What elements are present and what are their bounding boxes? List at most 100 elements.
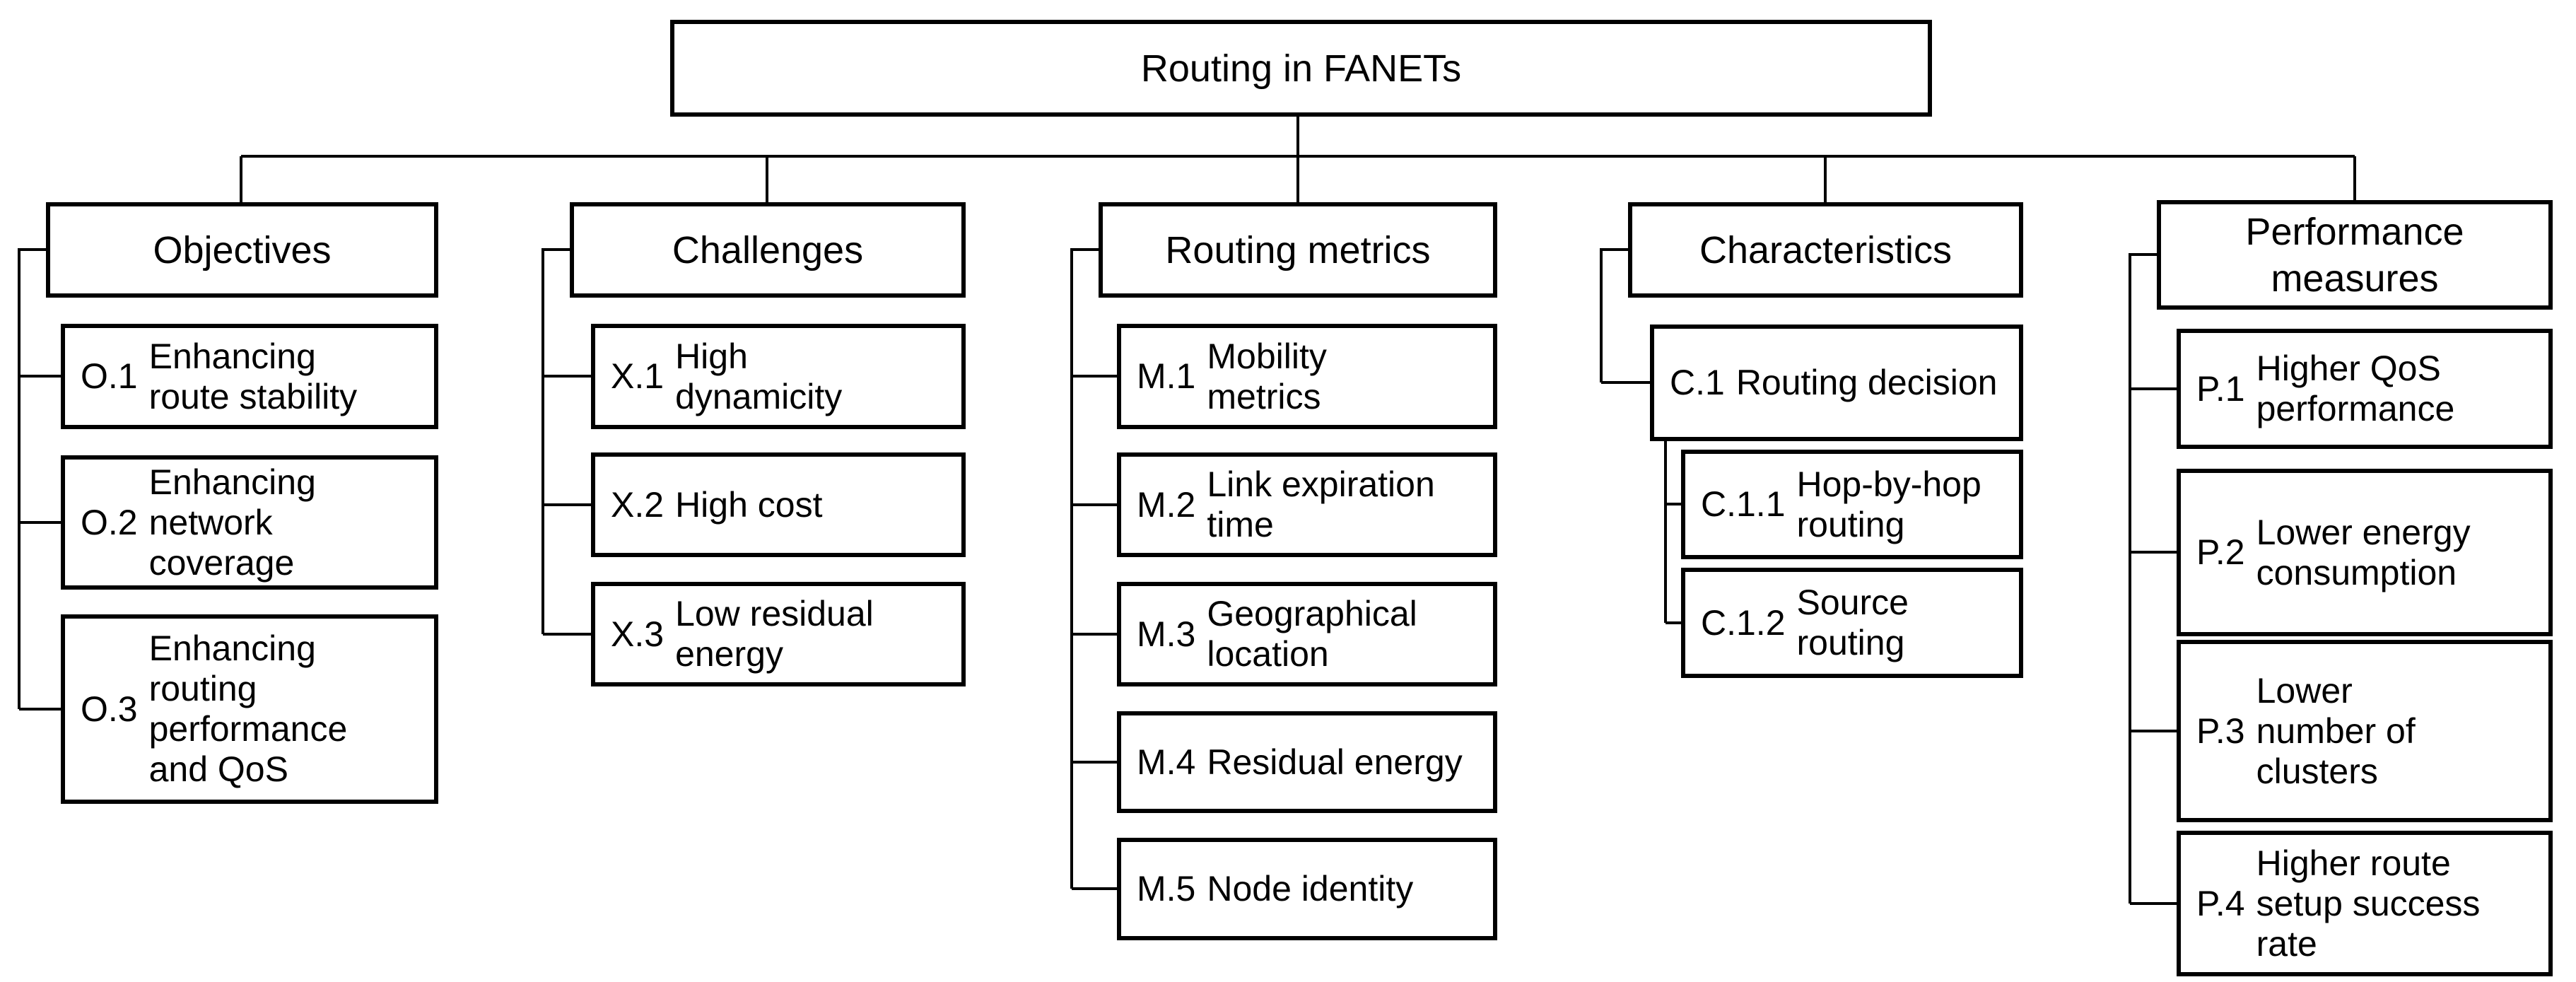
node-number: X.1 (611, 356, 665, 396)
label-line: Geographical (1207, 594, 1417, 633)
label-line: number of (2256, 711, 2416, 751)
node-number: M.2 (1137, 484, 1196, 525)
label-line: metrics (1207, 376, 1321, 416)
spine-characteristics (1600, 248, 1650, 384)
label-line: Challenges (672, 228, 864, 271)
label-line: routing (1796, 623, 1905, 662)
label-line: rate (2256, 923, 2317, 964)
label-line: location (1207, 634, 1329, 674)
label-line: setup success (2256, 883, 2481, 923)
node-number: X.3 (611, 614, 665, 654)
label-line: time (1207, 505, 1274, 544)
label-line: Performance (2245, 210, 2464, 253)
label-line: Hop-by-hop (1796, 464, 1981, 504)
label-line: measures (2271, 257, 2439, 300)
branch-header-label: Challenges (672, 227, 863, 274)
node-label: Routing decision (1736, 363, 1998, 403)
spine-characteristics-sub (1664, 441, 1681, 624)
node-number: M.1 (1137, 356, 1196, 396)
node-m4-residual-energy: M.4 Residual energy (1117, 711, 1497, 813)
node-m5-node-identity: M.5 Node identity (1117, 838, 1497, 940)
branch-drops (240, 156, 2356, 202)
node-number: P.4 (2196, 883, 2245, 923)
label-line: routing (1796, 504, 1905, 544)
node-number: C.1.1 (1701, 484, 1786, 524)
branch-header-label: Routing metrics (1165, 227, 1430, 274)
label-line: performance (2256, 389, 2455, 428)
label-line: High cost (675, 484, 823, 525)
label-line: and QoS (148, 749, 288, 789)
branch-header-label: Characteristics (1699, 227, 1952, 274)
branch-header-characteristics: Characteristics (1628, 202, 2023, 298)
node-number: M.4 (1137, 742, 1196, 782)
node-number: P.2 (2196, 532, 2245, 572)
node-number: C.1 (1670, 363, 1725, 402)
root-node-routing-in-fanets: Routing in FANETs (670, 20, 1932, 117)
root-node-label: Routing in FANETs (1140, 47, 1462, 90)
node-number: X.2 (611, 484, 665, 525)
label-line: Routing metrics (1165, 228, 1431, 271)
label-line: Low residual (675, 594, 874, 633)
label-line: Objectives (153, 228, 332, 271)
spine-routing-metrics (1070, 248, 1117, 890)
branch-header-objectives: Objectives (46, 202, 438, 298)
label-line: Lower (2256, 670, 2353, 711)
label-line: coverage (148, 542, 295, 583)
label-line: Node identity (1207, 869, 1414, 908)
label-line: Routing decision (1735, 363, 1998, 402)
node-label: Node identity (1207, 869, 1413, 909)
branch-header-label: Objectives (153, 227, 331, 274)
node-x2-high-cost: X.2 High cost (591, 452, 966, 557)
branch-header-routing-metrics: Routing metrics (1099, 202, 1497, 298)
node-number: M.3 (1137, 614, 1196, 654)
label-line: Source (1796, 583, 1909, 622)
node-number: O.3 (81, 689, 138, 729)
node-c1-routing-decision: C.1 Routing decision (1650, 325, 2023, 441)
node-number: P.3 (2196, 711, 2245, 751)
label-line: Mobility (1207, 336, 1327, 376)
label-line: Higher route (2256, 843, 2451, 883)
node-label: High cost (675, 485, 822, 525)
node-number: O.2 (81, 502, 138, 542)
label-line: Higher QoS (2256, 349, 2441, 388)
node-number: M.5 (1137, 869, 1196, 908)
label-line: Enhancing (148, 629, 316, 668)
label-line: energy (675, 634, 783, 674)
node-label: Residual energy (1207, 742, 1462, 783)
label-line: Link expiration (1207, 464, 1435, 504)
label-line: Lower energy (2256, 512, 2471, 552)
label-line: High (675, 336, 748, 376)
label-line: performance (148, 709, 348, 749)
label-line: dynamicity (675, 376, 843, 416)
spine-challenges (541, 248, 591, 636)
label-line: Characteristics (1699, 228, 1953, 271)
node-number: C.1.2 (1701, 602, 1786, 643)
label-line: Enhancing (148, 462, 316, 502)
